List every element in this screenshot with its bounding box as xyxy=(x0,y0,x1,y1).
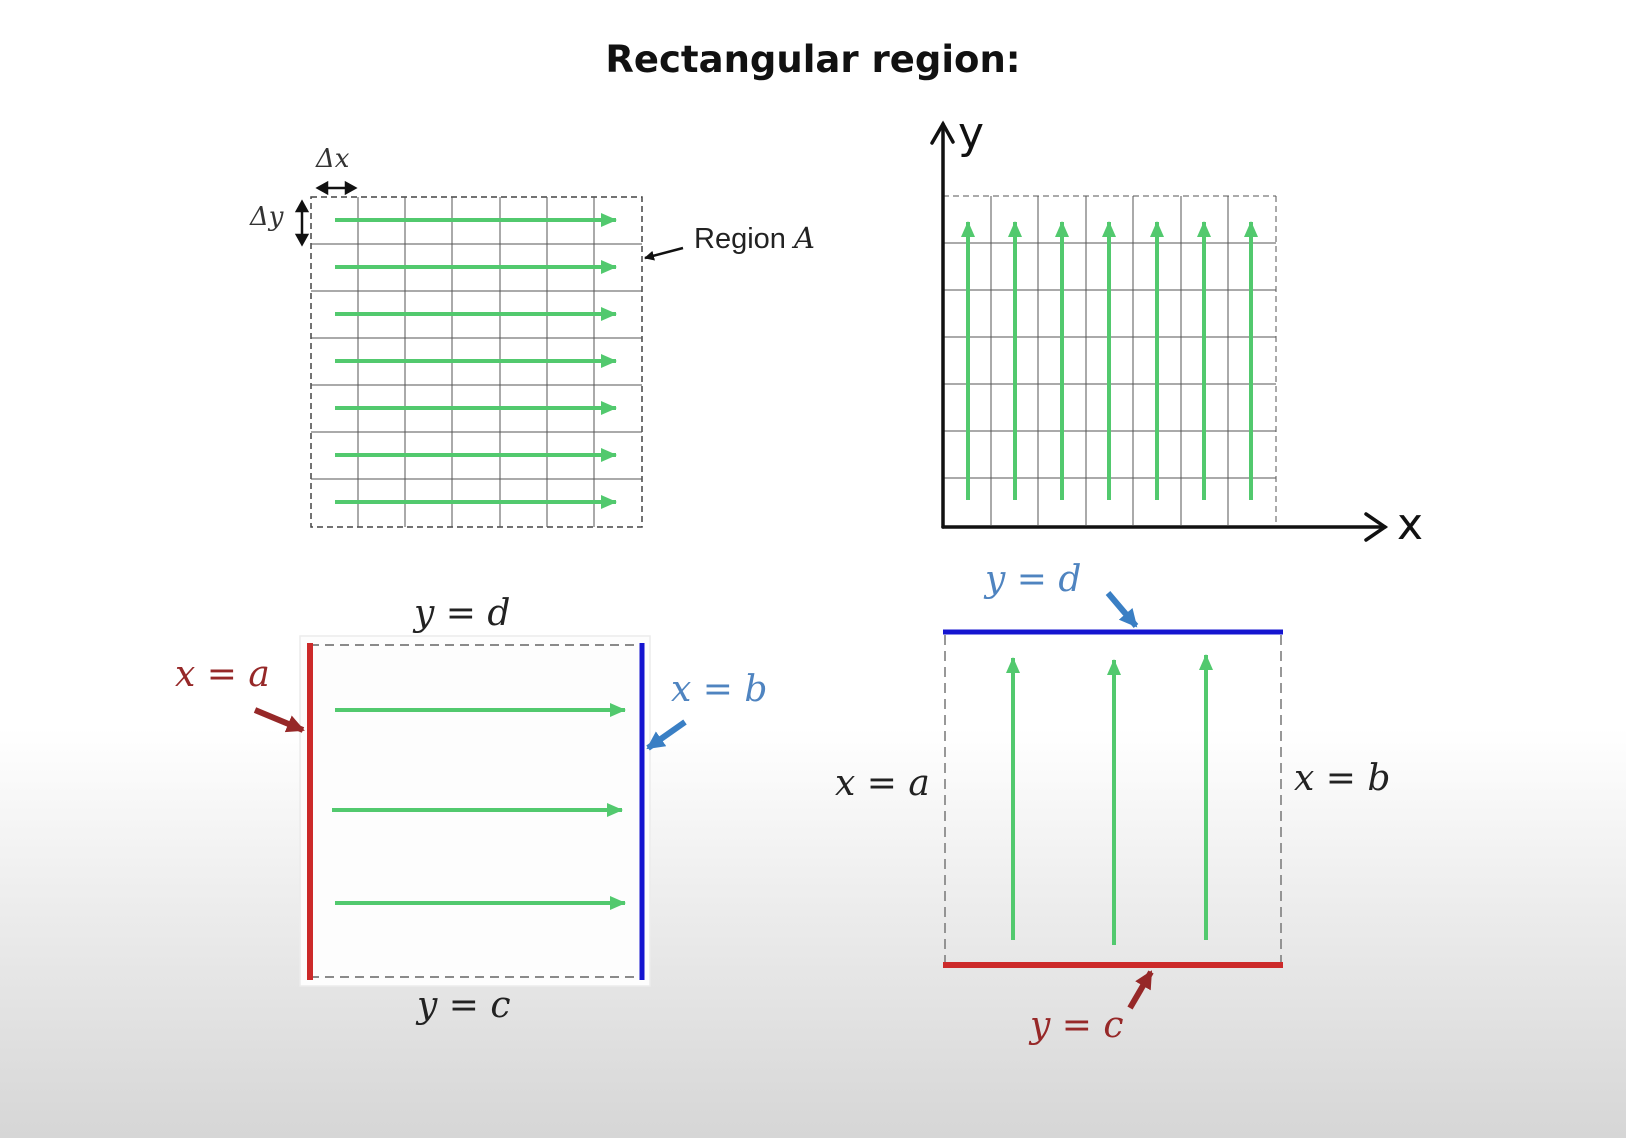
br-left-label: x = a xyxy=(835,763,930,804)
dy-label: Δy xyxy=(250,202,284,232)
top-right-axes-panel xyxy=(930,120,1389,542)
x-axis-label: x xyxy=(1397,499,1424,550)
region-label-var: A xyxy=(793,221,815,255)
vertical-strips xyxy=(961,221,1258,500)
bl-top-label: y = d xyxy=(414,593,511,634)
y-axis-label: y xyxy=(958,108,985,159)
region-a-boundary xyxy=(310,196,643,528)
dy-double-arrow xyxy=(294,199,310,247)
dx-label: Δx xyxy=(316,144,350,174)
bottom-right-panel xyxy=(943,591,1283,1010)
y-c-pointer-arrow xyxy=(1127,970,1154,1010)
bl-bottom-label: y = c xyxy=(417,985,511,1026)
br-top-label: y = d xyxy=(985,559,1082,600)
horizontal-strips xyxy=(335,213,617,509)
x-a-pointer-arrow xyxy=(253,707,305,733)
dx-double-arrow xyxy=(315,180,358,196)
br-right-label: x = b xyxy=(1294,758,1391,799)
region-label: Region A xyxy=(694,224,815,254)
y-d-pointer-arrow xyxy=(1105,591,1139,628)
region-label-word: Region xyxy=(694,223,786,255)
bl-left-label: x = a xyxy=(175,654,270,695)
horizontal-strips xyxy=(332,703,626,910)
region-pointer-arrow xyxy=(644,246,684,261)
vertical-strips xyxy=(1006,654,1213,945)
slide-title: Rectangular region: xyxy=(605,38,1021,81)
br-bottom-label: y = c xyxy=(1030,1005,1124,1046)
x-axis-arrowhead xyxy=(1364,512,1389,542)
y-axis-arrowhead xyxy=(930,120,955,145)
x-b-pointer-arrow xyxy=(646,719,687,751)
xy-axes xyxy=(930,120,1389,542)
bl-right-label: x = b xyxy=(671,669,768,710)
top-left-grid-panel xyxy=(294,180,684,528)
bottom-left-panel xyxy=(253,635,687,987)
